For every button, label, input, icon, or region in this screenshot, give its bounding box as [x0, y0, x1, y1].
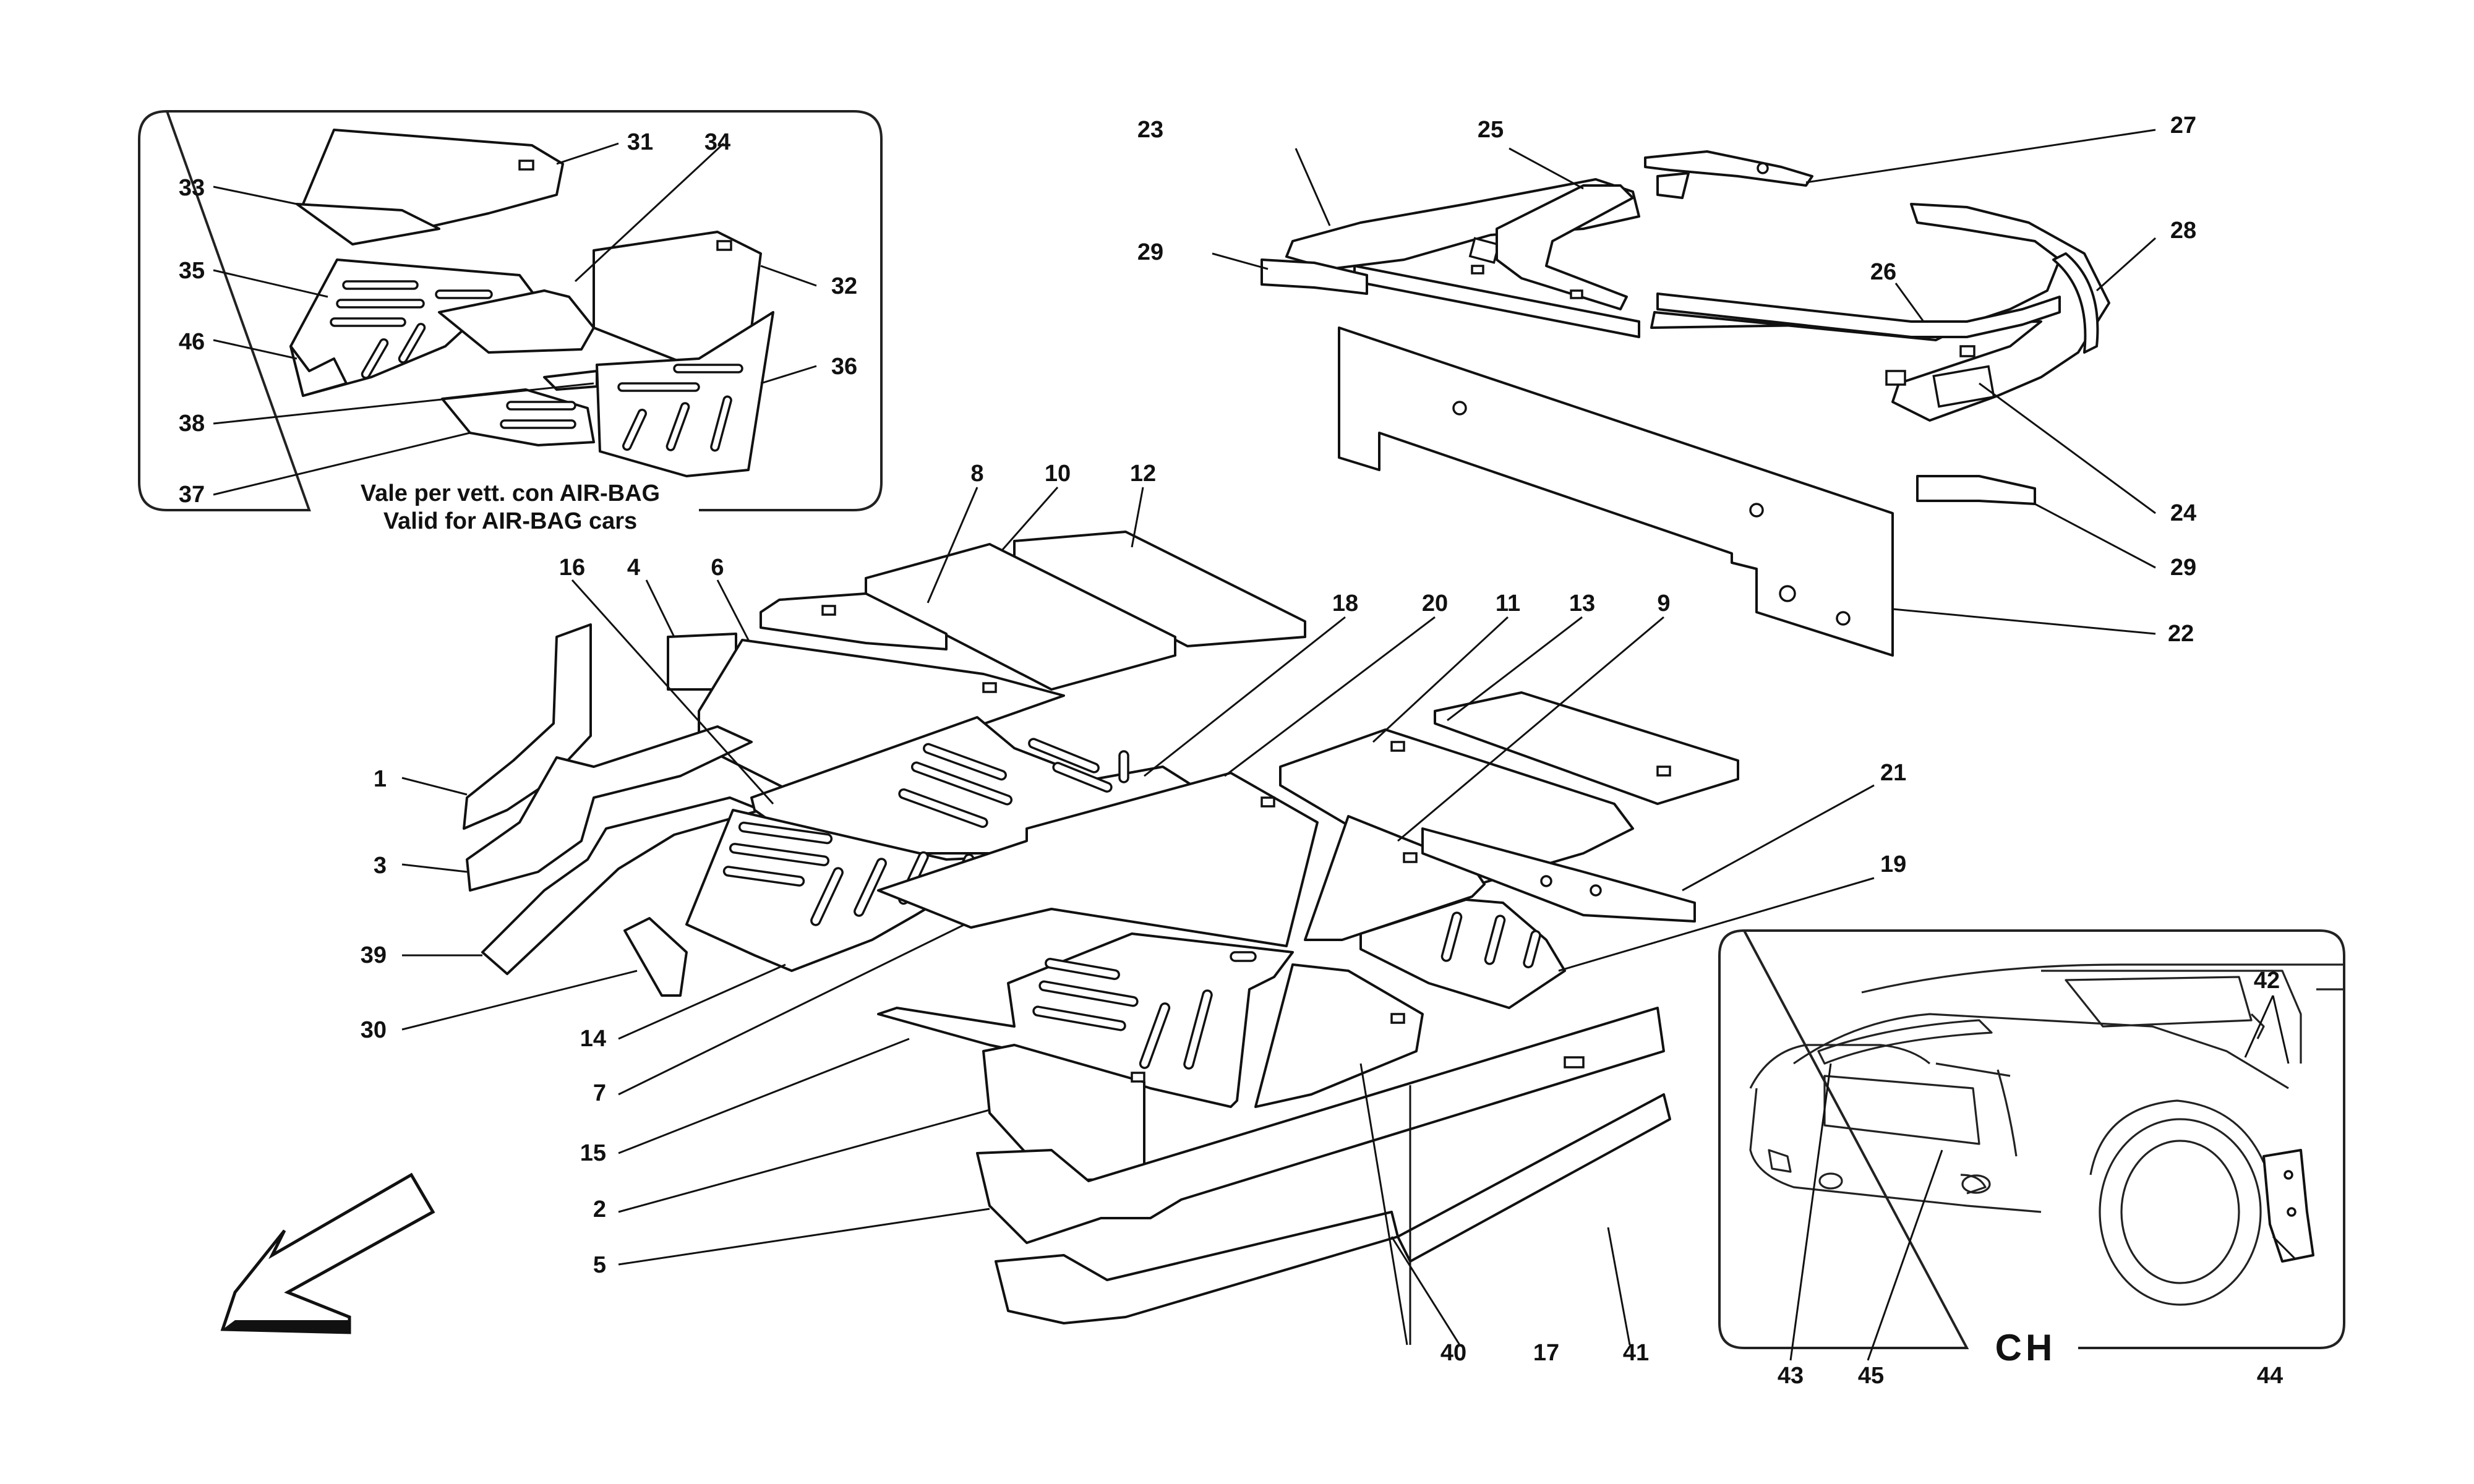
callout-43: 43 [1778, 1363, 1804, 1389]
callout-8: 8 [970, 461, 983, 487]
insulation-part-33 [296, 203, 440, 245]
insulation-part-26 [1656, 292, 2061, 338]
leader-lines [213, 129, 2296, 1361]
insulation-part-44 [2262, 1149, 2314, 1263]
insulation-part-36 [596, 311, 774, 477]
insulation-part-17 [1254, 963, 1424, 1108]
callout-45: 45 [1858, 1363, 1884, 1389]
callout-28: 28 [2170, 218, 2196, 244]
callout-21: 21 [1880, 760, 1906, 786]
callout-26: 26 [1870, 259, 1896, 285]
insulation-part-28 [2052, 252, 2099, 354]
callout-10: 10 [1045, 461, 1071, 487]
insulation-part-21 [1421, 827, 1696, 923]
callout-41: 41 [1623, 1340, 1649, 1366]
callout-25: 25 [1478, 117, 1504, 143]
callout-37: 37 [179, 482, 205, 508]
callout-13: 13 [1569, 591, 1595, 616]
insulation-part-1 [463, 623, 592, 830]
insulation-part-29-left [1261, 258, 1368, 295]
callout-29-lower: 29 [2170, 555, 2196, 581]
callout-38: 38 [179, 411, 205, 437]
rear-upper-parts [1261, 150, 2110, 657]
floor-parts [463, 531, 1739, 1324]
callout-11: 11 [1496, 591, 1520, 616]
insulation-part-41 [1397, 1093, 1671, 1263]
callout-5: 5 [593, 1252, 606, 1278]
insulation-part-30 [623, 917, 688, 997]
insulation-part-5 [976, 1007, 1665, 1244]
callout-3: 3 [374, 853, 387, 879]
callout-2: 2 [593, 1196, 606, 1222]
insulation-part-39 [481, 796, 762, 975]
callout-42: 42 [2254, 968, 2280, 994]
callout-31: 31 [627, 129, 653, 155]
callout-44: 44 [2257, 1363, 2283, 1389]
callout-6: 6 [711, 555, 724, 581]
callout-36: 36 [831, 354, 857, 380]
callout-24: 24 [2170, 500, 2196, 526]
callout-29-upper: 29 [1137, 239, 1163, 265]
insulation-part-3 [466, 725, 753, 892]
callout-14: 14 [580, 1026, 606, 1052]
callout-17: 17 [1533, 1340, 1559, 1366]
callout-34: 34 [704, 129, 730, 155]
callout-16: 16 [559, 555, 585, 581]
callout-40: 40 [1440, 1340, 1466, 1366]
insulation-part-29-right [1916, 475, 2036, 505]
airbag-caption-line1: Vale per vett. con AIR-BAG [361, 480, 660, 506]
callout-23: 23 [1137, 117, 1163, 143]
insulation-part-19 [1359, 898, 1566, 1009]
insulation-part-46 [289, 345, 348, 397]
insulation-part-7 [877, 772, 1319, 947]
callout-22: 22 [2168, 621, 2194, 647]
airbag-caption-line2: Valid for AIR-BAG cars [383, 508, 637, 534]
insulation-part-8 [760, 592, 948, 650]
callout-4: 4 [627, 555, 640, 581]
callout-30: 30 [361, 1017, 387, 1043]
insulation-part-24 [1650, 203, 2110, 422]
insulation-part-25 [1496, 184, 1634, 310]
callout-7: 7 [593, 1080, 606, 1106]
ch-panel-title: CH [1995, 1327, 2057, 1368]
callout-1: 1 [374, 766, 387, 792]
airbag-inset-panel: Vale per vett. con AIR-BAG Valid for AIR… [138, 109, 883, 534]
callout-18: 18 [1332, 591, 1358, 616]
ch-inset-panel [1718, 929, 2345, 1349]
callout-19: 19 [1880, 851, 1906, 877]
insulation-part-11 [1279, 728, 1634, 885]
insulation-part-40 [995, 1211, 1399, 1324]
callout-46: 46 [179, 329, 205, 355]
callout-20: 20 [1422, 591, 1448, 616]
direction-arrow-icon [220, 1172, 435, 1334]
callout-35: 35 [179, 258, 205, 284]
callout-15: 15 [580, 1140, 606, 1166]
insulation-part-22 [1338, 326, 1894, 657]
callout-32: 32 [831, 273, 857, 299]
callout-9: 9 [1657, 591, 1670, 616]
insulation-part-27-clip [1656, 172, 1690, 199]
callout-39: 39 [361, 942, 387, 968]
callout-33: 33 [179, 175, 205, 201]
callout-27: 27 [2170, 113, 2196, 139]
callout-labels: 1 2 3 4 5 6 7 8 9 10 11 12 13 14 15 16 1… [179, 113, 2283, 1389]
insulation-part-27 [1644, 150, 1813, 187]
insulation-part-38 [543, 370, 598, 391]
callout-12: 12 [1130, 461, 1156, 487]
